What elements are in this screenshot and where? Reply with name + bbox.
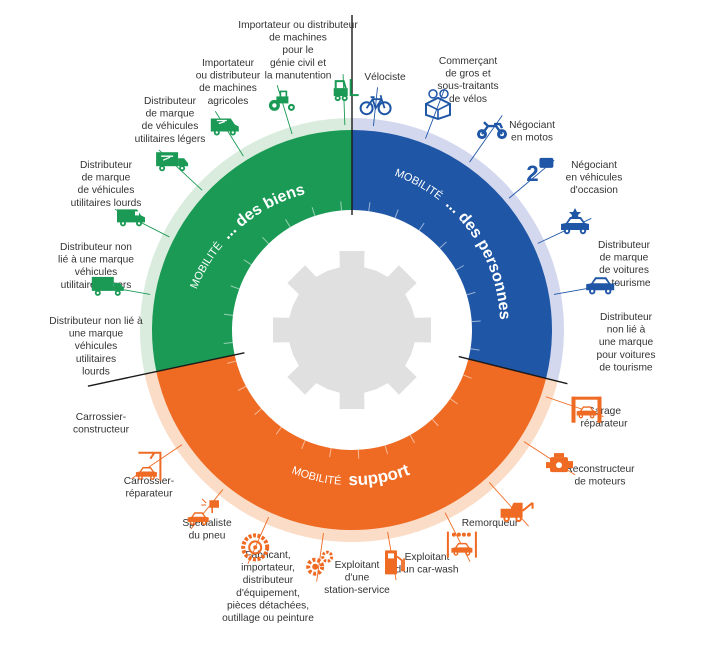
- ring-tick: [311, 207, 316, 217]
- ring-segment-biens: [152, 130, 352, 372]
- segment-dividers: [87, 15, 568, 387]
- ring-tick: [223, 313, 233, 316]
- ring-tick: [230, 285, 240, 290]
- segment-divider: [458, 355, 568, 385]
- ring-tick: [340, 201, 343, 211]
- callout-label-personnes-0: Vélociste: [364, 72, 406, 83]
- gears-icon: [306, 550, 334, 576]
- ring-tick: [368, 202, 371, 212]
- ring-segments: [152, 130, 552, 530]
- fuel-pump-icon: [385, 550, 405, 575]
- ring-tick: [466, 291, 476, 296]
- ring-tick: [450, 398, 458, 405]
- ring-tick: [243, 259, 252, 266]
- tire-icon: [241, 533, 270, 562]
- callout-label-support-7: Carrossier-réparateur: [124, 476, 174, 500]
- ring-segment-support: [156, 354, 547, 530]
- bicycle-icon: [359, 94, 392, 116]
- tractor-icon: [268, 90, 295, 111]
- branded-van-icon: [210, 118, 239, 136]
- car-wash-icon: [446, 531, 477, 558]
- forklift-icon: [333, 79, 359, 102]
- ring-tick: [384, 445, 389, 455]
- callout-icons: 2: [91, 79, 615, 576]
- ring-segment-personnes: [352, 130, 552, 379]
- callout-label-support-2: Remorqueur: [462, 518, 519, 529]
- bike-box-icon: [425, 89, 451, 120]
- ring-tick: [409, 434, 415, 444]
- ring-tick: [470, 348, 480, 351]
- used-car-icon: 2: [526, 157, 554, 186]
- tow-truck-icon: [500, 502, 534, 522]
- callout-line-support: [488, 482, 529, 527]
- engine-icon: [546, 453, 573, 473]
- center-gear-icon: [273, 251, 431, 409]
- segment-divider: [87, 352, 245, 387]
- car-lift-icon: [571, 396, 602, 423]
- ring-tick: [301, 440, 306, 449]
- truck-icon: [91, 276, 124, 296]
- motorcycle-icon: [477, 121, 507, 140]
- branded-truck-icon: [156, 152, 189, 172]
- callout-line-support: [190, 489, 224, 530]
- car-icon: [586, 277, 615, 295]
- ring-tick: [285, 219, 291, 228]
- spray-gun-icon: [187, 498, 219, 526]
- callout-line-support: [316, 532, 324, 582]
- ring-tick: [329, 448, 332, 458]
- ring-tick: [262, 236, 270, 245]
- ring-tick: [418, 222, 425, 231]
- ring-tick: [227, 360, 237, 364]
- svg-text:2: 2: [526, 161, 538, 186]
- callout-label-support-8: Carrossier-constructeur: [73, 412, 130, 436]
- ring-tick: [455, 265, 464, 271]
- ring-tick: [254, 408, 262, 416]
- ring-ticks: [223, 201, 481, 459]
- branded-car-icon: [561, 208, 589, 235]
- ring-tick: [394, 209, 399, 219]
- ring-tick: [237, 385, 247, 392]
- ring-tick: [463, 374, 472, 379]
- ring-tick: [223, 342, 233, 344]
- ring-tick: [275, 426, 282, 435]
- gear-shape: [273, 251, 431, 409]
- crane-car-icon: [135, 451, 162, 481]
- ring-tick: [431, 418, 439, 427]
- callout-line-support: [247, 517, 270, 565]
- van-icon: [117, 209, 145, 227]
- ring-tick: [439, 241, 447, 249]
- ring-tick: [471, 320, 481, 323]
